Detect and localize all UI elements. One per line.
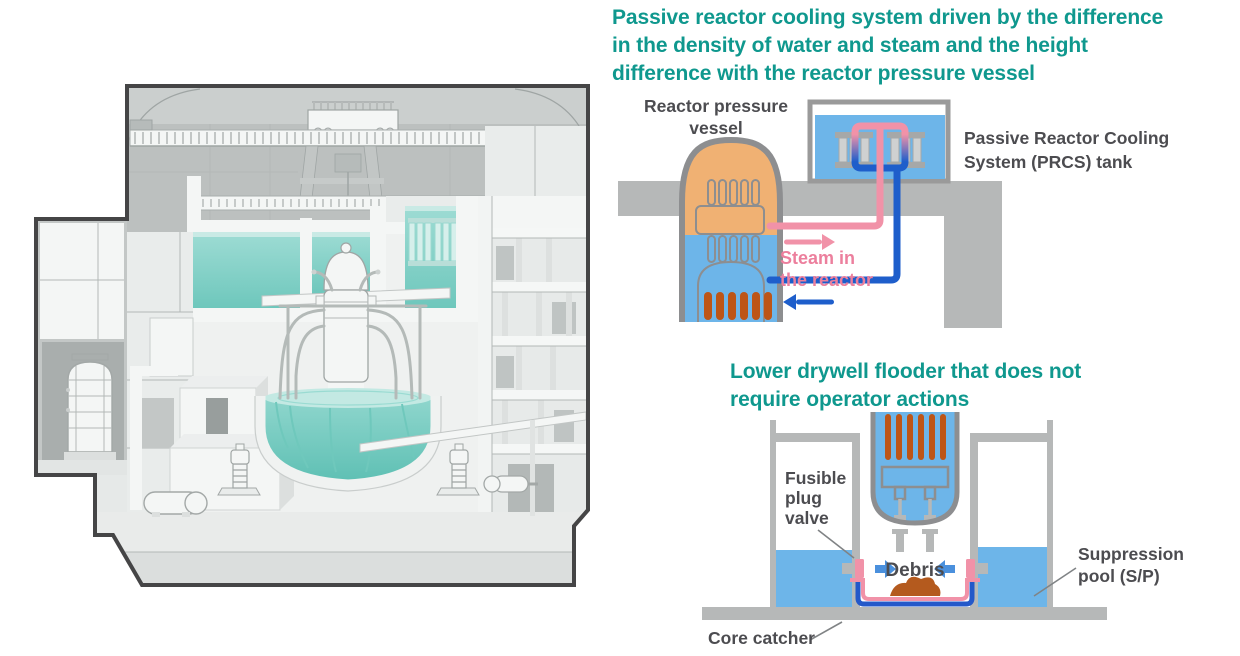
steam-label: the reactor <box>780 270 873 290</box>
suppression-pool-left <box>776 550 852 608</box>
suppression-pool-leader-line <box>1033 567 1077 597</box>
concrete-structure <box>618 181 1002 328</box>
suppression-pool <box>254 378 442 492</box>
steam-flow-arrow <box>784 234 835 250</box>
stepped-rooms <box>130 366 294 511</box>
containment-vessel <box>278 242 428 400</box>
suppression-pool-label: pool (S/P) <box>1078 566 1160 586</box>
vessel-label: vessel <box>689 118 743 138</box>
suppression-pool-right <box>978 547 1047 608</box>
steam-supply-pipe <box>766 122 884 230</box>
reactor-piping <box>278 269 428 400</box>
reactor-building-cutaway-illustration <box>34 84 590 587</box>
prcs-schematic-diagram: Reactor pressure vessel Passive Reactor … <box>618 96 1169 328</box>
overhead-crane <box>129 101 490 211</box>
fuel-rods <box>704 292 772 320</box>
flooder-section-title: Lower drywell flooder that does not requ… <box>730 358 1081 414</box>
fusible-valve-label: Fusible <box>785 468 847 488</box>
fuel-rods <box>885 414 946 460</box>
prcs-title-line: in the density of water and steam and th… <box>612 34 1088 57</box>
prcs-section-title: Passive reactor cooling system driven by… <box>612 4 1163 88</box>
fusible-valve-label: valve <box>785 508 829 528</box>
reactor-pressure-vessel <box>679 136 783 322</box>
reactor-vessel-body <box>323 289 369 383</box>
flooder-title-line: require operator actions <box>730 388 970 411</box>
prcs-title-line: Passive reactor cooling system driven by… <box>612 6 1164 29</box>
horizontal-tank-left <box>143 491 208 517</box>
annex-room <box>36 219 127 535</box>
right-floor-structure <box>478 196 586 542</box>
fusible-plug-valve-right <box>966 559 988 578</box>
containment-walls <box>770 420 1053 608</box>
core-catcher-label: Core catcher <box>708 628 815 648</box>
wall-stud <box>187 176 201 232</box>
suppression-pool-label: Suppression <box>1078 544 1184 564</box>
core-catcher-basin <box>850 578 980 607</box>
tank-label: System (PRCS) tank <box>964 152 1133 172</box>
steam-label: Steam in <box>780 248 855 268</box>
flooder-title-line: Lower drywell flooder that does not <box>730 360 1082 383</box>
vessel-support-posts <box>892 529 938 552</box>
pump-left <box>217 443 261 496</box>
tank-label: Passive Reactor Cooling <box>964 128 1169 148</box>
water-inflow-arrow-right <box>934 560 955 578</box>
horizontal-tank-right <box>483 475 538 493</box>
doorway-opening <box>206 398 228 442</box>
debris-pile <box>890 576 941 596</box>
vessel-outline <box>679 136 783 322</box>
fusible-valve-label: plug <box>785 488 822 508</box>
base-slab <box>90 512 588 585</box>
fusible-plug-valve-left <box>842 559 864 578</box>
vessel-label: Reactor pressure <box>644 96 788 116</box>
prcs-title-line: difference with the reactor pressure ves… <box>612 62 1035 85</box>
condensate-return-pipe <box>766 164 901 284</box>
prcs-piping <box>766 122 909 284</box>
pump-right <box>436 443 480 496</box>
flooder-schematic-diagram: Fusible plug valve Debris Suppression po… <box>702 412 1184 648</box>
debris-label: Debris <box>885 560 944 581</box>
core-catcher-leader-line <box>809 621 843 641</box>
storage-tank <box>64 353 116 460</box>
base-slab <box>702 607 1107 620</box>
water-inflow-arrow-left <box>875 560 896 578</box>
fusible-valve-leader-line <box>817 529 855 559</box>
reactor-vessel-bottom <box>870 412 960 552</box>
building-outline <box>34 84 590 587</box>
steam-dryer-internals <box>695 179 765 322</box>
return-flow-arrow <box>783 294 834 310</box>
